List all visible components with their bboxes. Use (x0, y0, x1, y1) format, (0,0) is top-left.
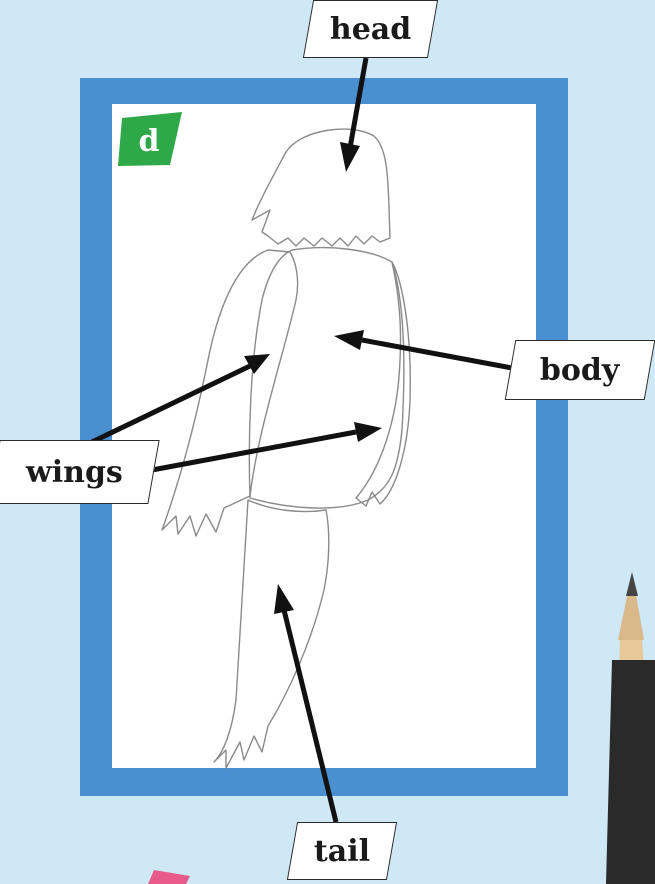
step-badge-text: d (139, 124, 160, 159)
wings-label-text: wings (26, 455, 123, 490)
tail-label: tail (287, 822, 397, 880)
body-label: body (505, 340, 655, 400)
pencil-icon (606, 572, 655, 884)
pink-object (148, 870, 190, 884)
pencil-lead (626, 572, 638, 596)
wings-label: wings (0, 440, 160, 504)
head-label-text: head (330, 12, 411, 47)
head-label: head (303, 0, 438, 58)
step-badge: d (118, 115, 180, 167)
tail-label-text: tail (314, 834, 370, 869)
pencil-body (606, 660, 655, 884)
body-label-text: body (540, 353, 619, 388)
